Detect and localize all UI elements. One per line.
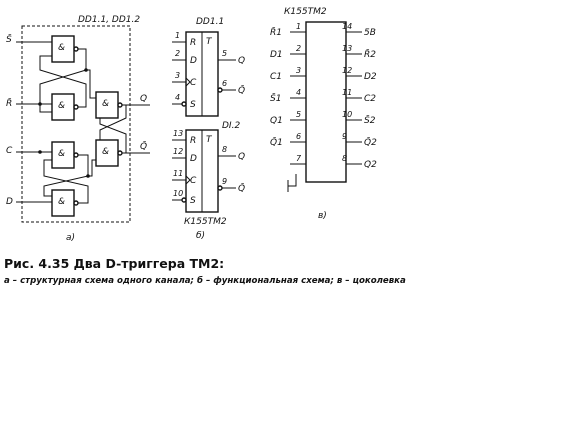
chip2-pin-num: 11 bbox=[173, 169, 183, 178]
chip1-pin-num: 3 bbox=[175, 71, 180, 80]
pin-number: 5 bbox=[296, 110, 301, 119]
panel-a-label: а) bbox=[66, 233, 75, 243]
pin-name: Q1 bbox=[270, 116, 283, 126]
chip1-pin-num: 2 bbox=[175, 49, 180, 58]
gate-symbol: & bbox=[102, 99, 109, 109]
figure-caption: Рис. 4.35 Два D-триггера ТМ2: bbox=[4, 256, 224, 271]
pinout-left-pin: 7 bbox=[290, 154, 306, 165]
chip2-pin-num: 10 bbox=[173, 189, 183, 198]
pin-number: 11 bbox=[342, 88, 352, 97]
pinout-right-pin: 13 R̄2 bbox=[342, 44, 376, 60]
chip1-pin-num: 5 bbox=[222, 49, 227, 58]
gate-symbol: & bbox=[58, 197, 65, 207]
pin-name: Q2 bbox=[364, 160, 377, 170]
chip2-pin-name: R bbox=[190, 136, 196, 146]
pin-number: 9 bbox=[342, 132, 347, 141]
pin-name: Q̄1 bbox=[270, 136, 283, 148]
panel-c-pinout: К155ТМ2 1 R̄1 2D1 3C1 4 S̄1 5Q1 6 Q̄1 7 14 5В 13 R̄2… bbox=[270, 7, 377, 221]
pin-name: C2 bbox=[364, 94, 376, 104]
pin-name: D2 bbox=[364, 72, 377, 82]
chip1-title: DD1.1 bbox=[196, 17, 224, 27]
pin-name: R̄1 bbox=[270, 26, 282, 38]
panel-a-header: DD1.1, DD1.2 bbox=[78, 15, 140, 25]
pin-number: 6 bbox=[296, 132, 301, 141]
chip2-output-qbar: Q̄ bbox=[238, 182, 245, 194]
input-label-s: S̄ bbox=[6, 33, 12, 45]
chip2-pin-name: C bbox=[190, 176, 197, 186]
figure-subcaption: а – структурная схема одного канала; б –… bbox=[4, 276, 406, 286]
pin-name: R̄2 bbox=[364, 48, 376, 60]
pin-number: 10 bbox=[342, 110, 352, 119]
input-label-c: C bbox=[6, 146, 13, 156]
chip1-pin-num: 1 bbox=[175, 31, 180, 40]
figure-number: Рис. 4.35 bbox=[4, 256, 70, 271]
pinout-left-pin: 1 R̄1 bbox=[270, 22, 306, 38]
pinout-ic-body bbox=[305, 21, 347, 183]
pinout-title: К155ТМ2 bbox=[284, 7, 327, 17]
input-label-r: R̄ bbox=[6, 97, 12, 109]
pin-number: 8 bbox=[342, 154, 347, 163]
pin-number: 1 bbox=[296, 22, 301, 31]
pin-number: 12 bbox=[342, 66, 352, 75]
chip1-output-q: Q bbox=[238, 56, 245, 66]
chip1-output-qbar: Q̄ bbox=[238, 84, 245, 96]
panel-b-label: б) bbox=[196, 231, 205, 241]
pin-number: 14 bbox=[342, 22, 352, 31]
chip2-pin-name: D bbox=[190, 154, 197, 164]
pinout-right-pin: 8Q2 bbox=[342, 154, 377, 170]
panel-a-boundary bbox=[21, 25, 131, 223]
pinout-left-pin: 5Q1 bbox=[270, 110, 306, 126]
pinout-left-pin: 2D1 bbox=[270, 44, 306, 60]
panel-a-structural-scheme: DD1.1, DD1.2 S̄ R̄ C D & & & & & & bbox=[6, 15, 150, 243]
chip1-pin-num: 6 bbox=[222, 79, 227, 88]
pinout-right-pin: 10 S̄2 bbox=[342, 110, 376, 126]
figure-title: Два D-триггера ТМ2: bbox=[73, 256, 225, 271]
pin-number: 7 bbox=[296, 154, 302, 163]
output-label-q: Q bbox=[140, 94, 147, 104]
chip2-pin-name: S bbox=[190, 196, 196, 206]
chip2-pin-num: 13 bbox=[173, 129, 183, 138]
pin-number: 3 bbox=[296, 66, 301, 75]
gate-symbol: & bbox=[58, 43, 65, 53]
chip2-pin-num: 9 bbox=[222, 177, 227, 186]
pin-number: 2 bbox=[296, 44, 301, 53]
pin-name: 5В bbox=[364, 28, 376, 38]
chip1-pin-num: 4 bbox=[175, 93, 180, 102]
gate-symbol: & bbox=[58, 149, 65, 159]
chip2-output-q: Q bbox=[238, 152, 245, 162]
pin-name: Q̄2 bbox=[364, 136, 377, 148]
gate-symbol: & bbox=[58, 101, 65, 111]
input-label-d: D bbox=[6, 197, 13, 207]
chip2-pin-num: 8 bbox=[222, 145, 227, 154]
pinout-right-pin: 9 Q̄2 bbox=[342, 132, 377, 148]
pinout-left-pin: 3C1 bbox=[270, 66, 306, 82]
chip1-t-label: T bbox=[206, 37, 213, 47]
chip2-t-label: T bbox=[206, 135, 213, 145]
pinout-left-pins: 1 R̄1 2D1 3C1 4 S̄1 5Q1 6 Q̄1 7 bbox=[270, 22, 306, 165]
pin-name: S̄2 bbox=[364, 114, 376, 126]
pin-name: D1 bbox=[270, 50, 283, 60]
pin-number: 4 bbox=[296, 88, 301, 97]
pinout-right-pin: 14 5В bbox=[342, 22, 376, 38]
pin-name: C1 bbox=[270, 72, 282, 82]
chip2-pin-num: 12 bbox=[173, 147, 183, 156]
chip2-part-number: К155ТМ2 bbox=[184, 217, 227, 227]
pinout-left-pin: 4 S̄1 bbox=[270, 88, 306, 104]
pin-number: 13 bbox=[342, 44, 352, 53]
panel-c-label: в) bbox=[318, 211, 327, 221]
chip1-pin-name: D bbox=[190, 56, 197, 66]
gate-symbol: & bbox=[102, 147, 109, 157]
pinout-left-pin: 6 Q̄1 bbox=[270, 132, 306, 148]
chip2-title: DI.2 bbox=[222, 121, 240, 131]
output-label-qbar: Q̄ bbox=[140, 140, 147, 152]
chip1-pin-name: S bbox=[190, 100, 196, 110]
chip1-pin-name: R bbox=[190, 38, 196, 48]
chip1-pin-name: C bbox=[190, 78, 197, 88]
panel-b-functional-scheme: DD1.1 T 1 R 2 D 3 C 4 S 5 Q 6 Q̄ DI.2 T … bbox=[172, 17, 245, 241]
pin-name: S̄1 bbox=[270, 92, 281, 104]
